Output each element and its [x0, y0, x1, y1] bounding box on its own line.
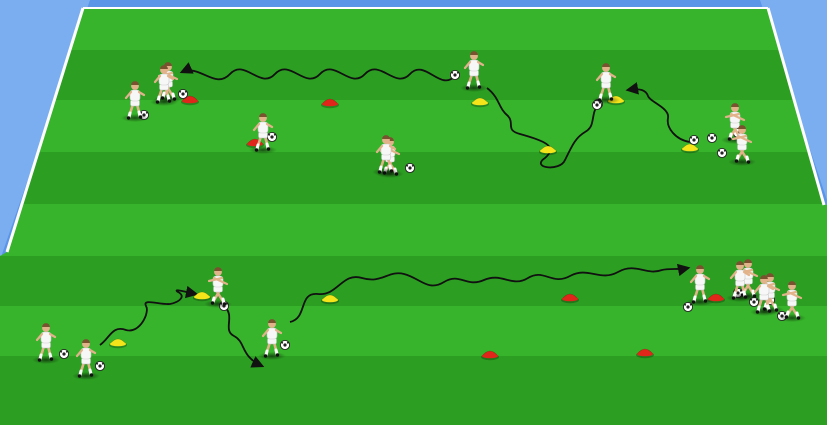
soccer-ball-icon	[59, 349, 68, 358]
soccer-ball-icon	[450, 70, 459, 79]
soccer-ball-icon	[267, 132, 276, 141]
grass-stripe	[0, 306, 827, 356]
soccer-ball-icon	[689, 135, 698, 144]
soccer-ball-icon	[707, 133, 716, 142]
grass-stripe	[0, 204, 827, 256]
soccer-ball-icon	[405, 163, 414, 172]
soccer-ball-icon	[717, 148, 726, 157]
grass-stripe	[70, 8, 780, 50]
soccer-ball-icon	[280, 340, 289, 349]
soccer-ball-icon	[95, 361, 104, 370]
grass-stripe	[0, 356, 827, 425]
grass-stripe	[22, 152, 824, 204]
